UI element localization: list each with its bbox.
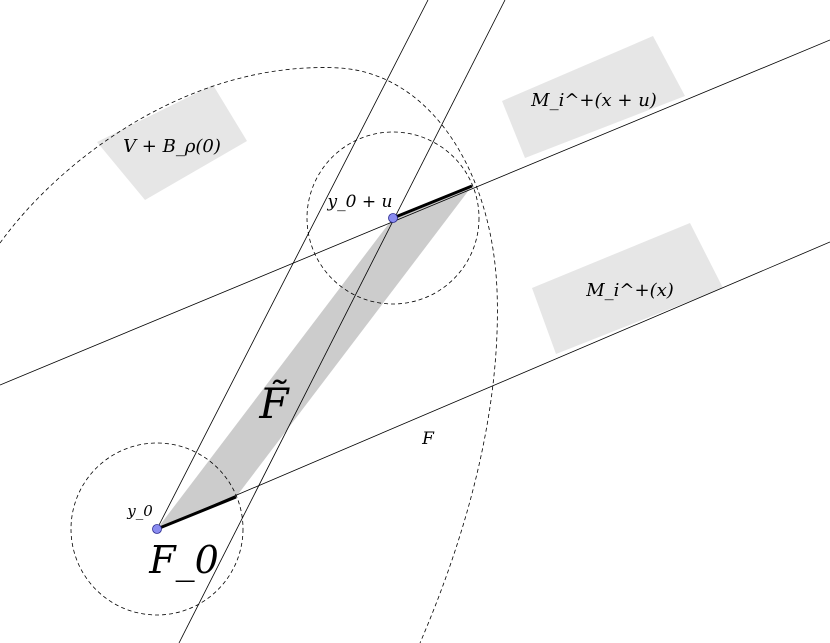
label-v-ball: V + B_ρ(0) [123,136,221,157]
label-m-base: M_i^+(x) [585,280,674,301]
line-steep-left [156,0,429,530]
label-f0: F_0 [148,538,219,583]
point-y0 [152,524,162,534]
parallelogram-f-tilde [157,186,472,529]
line-m-shift [0,39,830,386]
dashed-ellipse [0,67,498,643]
dashed-circle-y0 [70,442,244,616]
dashed-circle-y0-u [306,131,480,305]
label-y0: y_0 [126,502,153,520]
line-steep-right [178,0,506,643]
line-m-base [156,241,830,530]
label-box-m-shift [502,36,685,158]
label-f-line: F [421,429,435,449]
label-box-m-base [532,223,723,354]
label-f-tilde: F̃ [258,378,290,428]
point-y0-u [388,213,398,223]
label-m-shift: M_i^+(x + u) [530,90,657,111]
label-y0-u: y_0 + u [327,192,393,212]
segment-f0 [156,495,237,531]
segment-shifted [392,184,473,220]
label-box-v-ball [97,85,247,200]
